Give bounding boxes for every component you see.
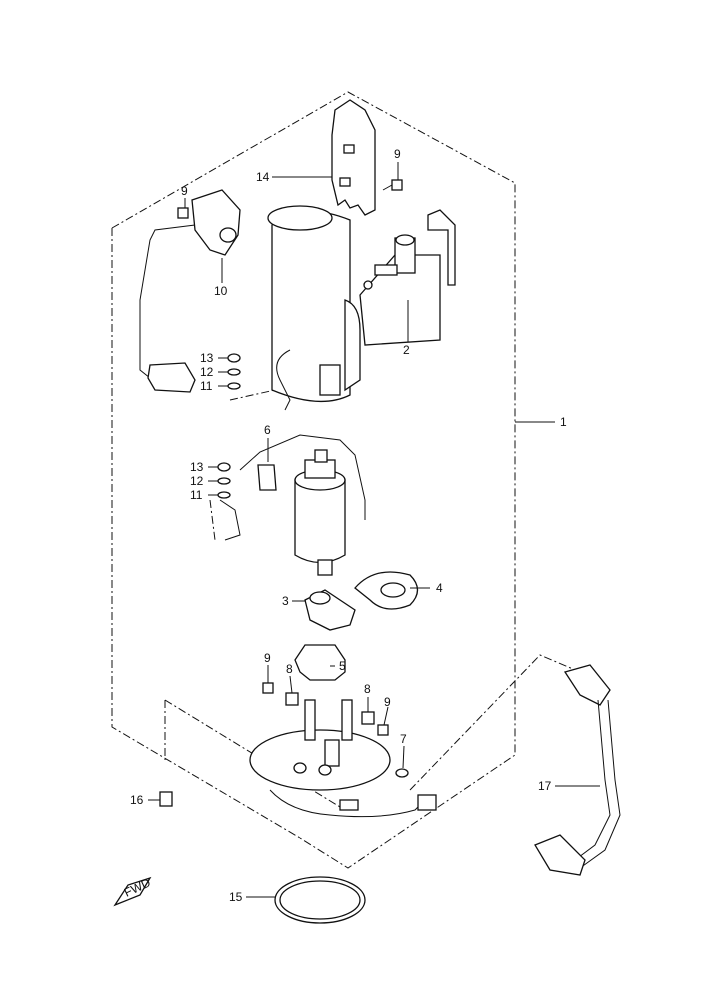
callout-9-top: 9 (394, 147, 401, 161)
assembly-boundary (111, 91, 581, 869)
callout-15: 15 (229, 890, 243, 904)
fuel-level-sender-10 (139, 189, 241, 393)
callout-12-lower: 12 (190, 474, 204, 488)
callout-5: 5 (339, 659, 346, 673)
bolt-9-top (382, 179, 403, 191)
callout-13-upper: 13 (200, 351, 214, 365)
leader-lines (148, 162, 600, 898)
ground-wire-upper (276, 349, 291, 411)
callout-6: 6 (264, 423, 271, 437)
callout-4: 4 (436, 581, 443, 595)
nut-washer-upper (227, 353, 241, 390)
bolt-16 (159, 791, 173, 807)
callout-13-lower: 13 (190, 460, 204, 474)
bracket-5 (294, 644, 346, 681)
fuel-filter-2 (267, 205, 456, 403)
callout-12-upper: 12 (200, 365, 214, 379)
fuel-hose-17 (534, 664, 621, 876)
forward-arrow-icon: FWD (113, 875, 153, 907)
callout-8-right: 8 (364, 682, 371, 696)
fuel-strainer-3 (304, 589, 356, 631)
callout-11-upper: 11 (200, 379, 213, 393)
callout-1: 1 (560, 415, 567, 429)
o-ring-15 (274, 876, 366, 924)
callout-11-lower: 11 (190, 488, 203, 502)
callouts: 14 9 9 10 2 13 12 11 1 6 13 12 11 4 3 5 … (130, 147, 567, 904)
bolt-9-left (177, 207, 189, 219)
callout-16: 16 (130, 793, 144, 807)
callout-3: 3 (282, 594, 289, 608)
grommet-7 (395, 768, 409, 778)
nut-washer-lower (217, 462, 231, 499)
callout-9-right: 9 (384, 695, 391, 709)
callout-17: 17 (538, 779, 552, 793)
callout-9-mid: 9 (264, 651, 271, 665)
callout-2: 2 (403, 343, 410, 357)
callout-7: 7 (400, 732, 407, 746)
fuel-pump-6 (219, 434, 366, 576)
callout-14: 14 (256, 170, 270, 184)
filter-cushion-4 (354, 571, 419, 610)
callout-10: 10 (214, 284, 228, 298)
callout-9-left: 9 (181, 184, 188, 198)
pump-base-plate (249, 699, 437, 818)
bracket-14 (331, 99, 376, 216)
bolt-plate-8-9 (262, 682, 389, 736)
callout-8-left: 8 (286, 662, 293, 676)
